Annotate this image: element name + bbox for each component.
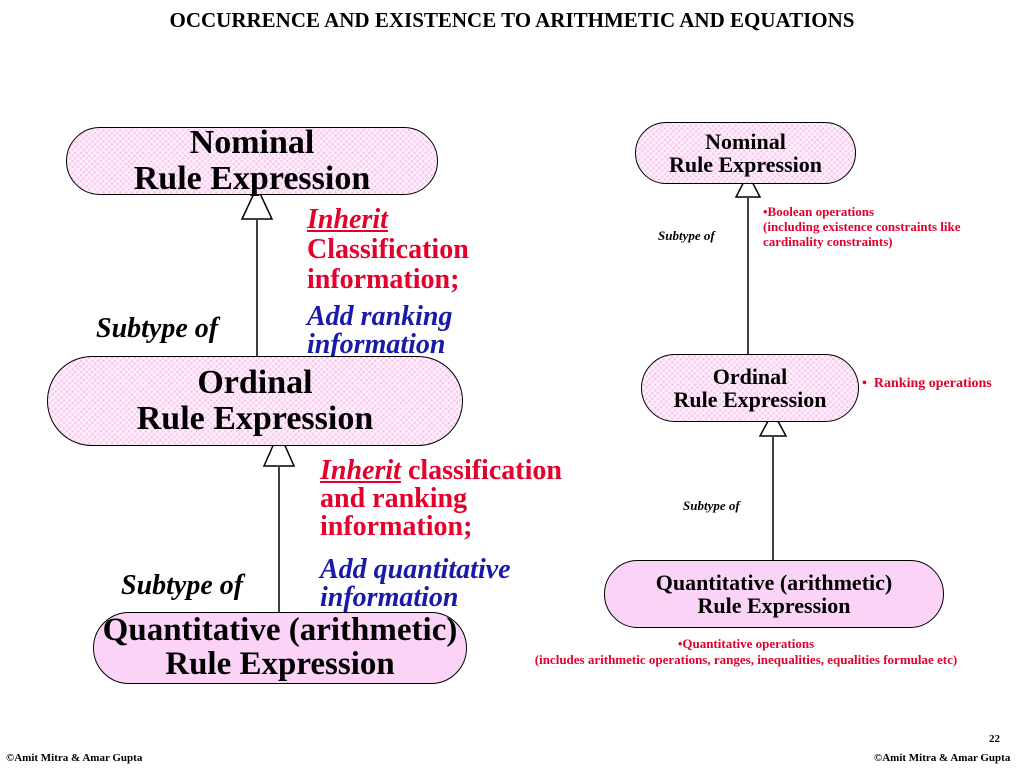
left-ordinal-node: Ordinal Rule Expression	[47, 356, 463, 446]
left-add-note-2: Add quantitative information	[320, 556, 511, 612]
left-subtype-label-2: Subtype of	[121, 570, 244, 601]
inherit-label-2: Inherit	[320, 455, 401, 486]
left-inherit-note-1: Inherit Classification information;	[307, 205, 469, 295]
add2-line1: Add quantitative	[320, 554, 511, 585]
quantitative-operations-note: •Quantitative operations (includes arith…	[468, 636, 1024, 668]
copyright-left: ©Amit Mitra & Amar Gupta	[6, 752, 143, 764]
boolean-line2: (including existence constraints like	[763, 219, 961, 234]
quant-ops-line1: •Quantitative operations	[677, 636, 815, 651]
right-ordinal-line1: Ordinal	[712, 363, 788, 389]
add2-line2: information	[320, 582, 459, 613]
ranking-operations-note: • Ranking operations	[862, 376, 992, 391]
left-quantitative-text: Quantitative (arithmetic) Rule Expressio…	[40, 613, 520, 681]
right-subtype-label-1: Subtype of	[658, 228, 715, 243]
quant-ops-line2: (includes arithmetic operations, ranges,…	[534, 652, 958, 667]
left-add-note-1: Add ranking information	[307, 303, 453, 359]
left-inherit-note-2: Inherit classification and ranking infor…	[320, 457, 562, 541]
note1-line2: information;	[307, 264, 460, 295]
slide-title: OCCURRENCE AND EXISTENCE TO ARITHMETIC A…	[169, 8, 855, 32]
right-arrowhead-2	[758, 410, 788, 437]
left-ordinal-line1: Ordinal	[197, 364, 313, 402]
boolean-operations-note: •Boolean operations (including existence…	[763, 204, 961, 249]
add1-line1: Add ranking	[307, 301, 453, 332]
right-nominal-node: Nominal Rule Expression	[635, 122, 856, 184]
right-nominal-line1: Nominal	[705, 128, 786, 154]
right-quantitative-line1: Quantitative (arithmetic)	[655, 569, 893, 595]
note2-line3: information;	[320, 511, 473, 542]
page-number: 22	[989, 733, 1000, 745]
boolean-line1: •Boolean operations	[763, 204, 875, 219]
add1-line2: information	[307, 329, 446, 360]
left-nominal-line2: Rule Expression	[133, 160, 371, 197]
left-subtype-label-1: Subtype of	[96, 313, 219, 344]
copyright-right: ©Amit Mitra & Amar Gupta	[874, 752, 1011, 764]
right-quantitative-node: Quantitative (arithmetic) Rule Expressio…	[604, 560, 944, 628]
left-quantitative-line1: Quantitative (arithmetic)	[102, 612, 458, 648]
note1-line1: Classification	[307, 234, 469, 265]
boolean-line3: cardinality constraints)	[763, 234, 893, 249]
right-subtype-label-2: Subtype of	[683, 498, 740, 513]
left-ordinal-line2: Rule Expression	[136, 400, 374, 437]
left-quantitative-node	[93, 612, 467, 684]
note2-line2: and ranking	[320, 483, 468, 514]
note2-line1: classification	[407, 455, 562, 486]
left-arrowhead-2	[262, 430, 296, 467]
right-arrowhead-1	[734, 172, 762, 198]
left-quantitative-line2: Rule Expression	[165, 646, 395, 682]
right-ordinal-node: Ordinal Rule Expression	[641, 354, 859, 422]
left-nominal-node: Nominal Rule Expression	[66, 124, 438, 197]
right-nominal-line2: Rule Expression	[668, 152, 822, 177]
right-ordinal-line2: Rule Expression	[673, 387, 827, 412]
inherit-label-1: Inherit	[307, 204, 388, 235]
right-quantitative-line2: Rule Expression	[697, 593, 851, 618]
left-nominal-line1: Nominal	[189, 124, 315, 162]
left-arrowhead-1	[240, 185, 274, 220]
